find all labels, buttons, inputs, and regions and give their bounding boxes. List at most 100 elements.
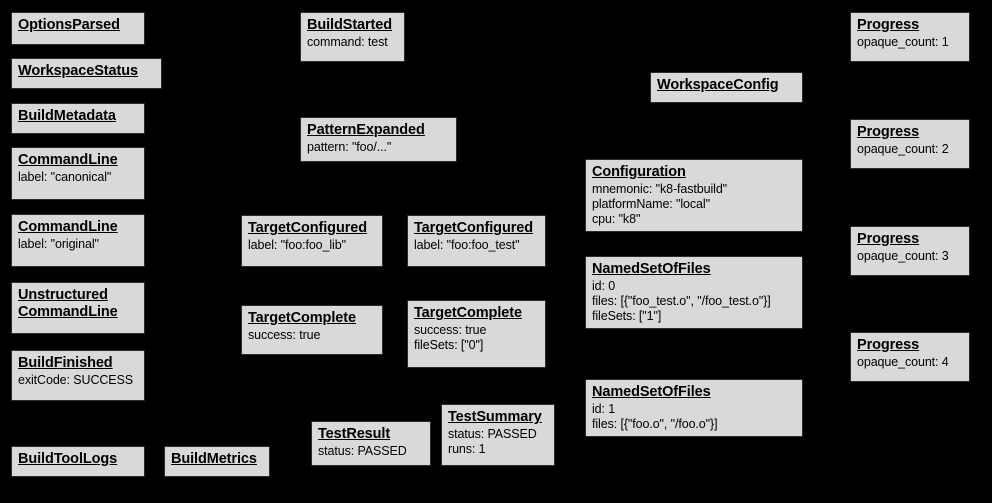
node-title: OptionsParsed	[18, 17, 138, 34]
node-configuration[interactable]: Configuration mnemonic: "k8-fastbuild"pla…	[585, 159, 803, 232]
node-property: runs: 1	[448, 442, 486, 456]
node-build-tool-logs[interactable]: BuildToolLogs	[11, 446, 145, 477]
node-title-line: TargetConfigured	[248, 220, 367, 236]
node-options-parsed[interactable]: OptionsParsed	[11, 12, 145, 45]
node-properties: opaque_count: 1	[857, 35, 963, 50]
node-properties: opaque_count: 3	[857, 249, 963, 264]
node-title-line: NamedSetOfFiles	[592, 384, 711, 400]
node-title: Progress	[857, 124, 963, 141]
node-property: mnemonic: "k8-fastbuild"	[592, 182, 728, 196]
node-properties: exitCode: SUCCESS	[18, 373, 138, 388]
node-title: TargetComplete	[414, 305, 539, 322]
node-title: PatternExpanded	[307, 122, 450, 139]
node-property: cpu: "k8"	[592, 212, 641, 226]
node-title-line: PatternExpanded	[307, 122, 425, 138]
node-progress-4[interactable]: Progress opaque_count: 4	[850, 332, 970, 382]
node-pattern-expanded[interactable]: PatternExpanded pattern: "foo/..."	[300, 117, 457, 162]
node-title-line: Progress	[857, 231, 920, 247]
node-title: WorkspaceStatus	[18, 63, 155, 80]
node-property: opaque_count: 2	[857, 142, 949, 156]
node-workspace-status[interactable]: WorkspaceStatus	[11, 58, 162, 89]
node-progress-3[interactable]: Progress opaque_count: 3	[850, 226, 970, 276]
node-build-finished[interactable]: BuildFinished exitCode: SUCCESS	[11, 350, 145, 401]
node-title-line: OptionsParsed	[18, 17, 120, 33]
node-target-configured-foo-lib[interactable]: TargetConfigured label: "foo:foo_lib"	[241, 215, 383, 267]
node-title-line: WorkspaceConfig	[657, 77, 779, 93]
node-properties: pattern: "foo/..."	[307, 140, 450, 155]
node-title-line: Configuration	[592, 164, 686, 180]
node-properties: label: "foo:foo_test"	[414, 238, 539, 253]
node-title-line: BuildMetadata	[18, 108, 116, 124]
node-title: Configuration	[592, 164, 796, 181]
node-title-line: TestSummary	[448, 409, 542, 425]
node-property: label: "foo:foo_test"	[414, 238, 520, 252]
node-property: label: "original"	[18, 237, 99, 251]
node-title: Progress	[857, 337, 963, 354]
node-properties: success: true	[248, 328, 376, 343]
node-title: Progress	[857, 231, 963, 248]
node-workspace-config[interactable]: WorkspaceConfig	[650, 72, 803, 103]
node-title-line: WorkspaceStatus	[18, 63, 138, 79]
node-property: id: 0	[592, 279, 616, 293]
node-properties: command: test	[307, 35, 398, 50]
node-title: CommandLine	[18, 219, 138, 236]
node-title-line: Progress	[857, 124, 920, 140]
node-properties: opaque_count: 4	[857, 355, 963, 370]
node-title-line: TargetComplete	[414, 305, 522, 321]
node-title: BuildMetadata	[18, 108, 138, 125]
node-build-started[interactable]: BuildStarted command: test	[300, 12, 405, 62]
node-property: label: "foo:foo_lib"	[248, 238, 346, 252]
node-properties: label: "canonical"	[18, 170, 138, 185]
node-title-line: Progress	[857, 337, 920, 353]
node-property: success: true	[248, 328, 321, 342]
node-title-line: Unstructured	[18, 287, 108, 303]
node-title: TargetComplete	[248, 310, 376, 327]
node-property: opaque_count: 3	[857, 249, 949, 263]
node-property: files: [{"foo_test.o", "/foo_test.o"}]	[592, 294, 771, 308]
node-property: label: "canonical"	[18, 170, 112, 184]
node-property: id: 1	[592, 402, 616, 416]
node-title-line: BuildFinished	[18, 355, 113, 371]
node-properties: label: "original"	[18, 237, 138, 252]
node-progress-2[interactable]: Progress opaque_count: 2	[850, 119, 970, 169]
node-command-line-canonical[interactable]: CommandLine label: "canonical"	[11, 147, 145, 200]
node-title-line: BuildStarted	[307, 17, 393, 33]
node-title: BuildToolLogs	[18, 451, 138, 468]
node-property: files: [{"foo.o", "/foo.o"}]	[592, 417, 718, 431]
node-title: NamedSetOfFiles	[592, 384, 796, 401]
node-property: command: test	[307, 35, 388, 49]
node-properties: label: "foo:foo_lib"	[248, 238, 376, 253]
node-property: fileSets: ["1"]	[592, 309, 662, 323]
node-build-metadata[interactable]: BuildMetadata	[11, 103, 145, 134]
node-build-metrics[interactable]: BuildMetrics	[164, 446, 270, 477]
node-property: pattern: "foo/..."	[307, 140, 392, 154]
node-property: platformName: "local"	[592, 197, 710, 211]
node-title-line: BuildMetrics	[171, 451, 257, 467]
node-title-line: BuildToolLogs	[18, 451, 118, 467]
node-title-line: CommandLine	[18, 152, 118, 168]
node-title: BuildMetrics	[171, 451, 263, 468]
node-command-line-original[interactable]: CommandLine label: "original"	[11, 214, 145, 267]
node-title: NamedSetOfFiles	[592, 261, 796, 278]
node-title: TargetConfigured	[248, 220, 376, 237]
node-title: BuildStarted	[307, 17, 398, 34]
node-title: TestSummary	[448, 409, 548, 426]
node-title-line: TestResult	[318, 426, 391, 442]
node-title-line: CommandLine	[18, 219, 118, 235]
node-title: TargetConfigured	[414, 220, 539, 237]
node-title-line: CommandLine	[18, 304, 118, 320]
node-title: TestResult	[318, 426, 424, 443]
node-property: fileSets: ["0"]	[414, 338, 484, 352]
